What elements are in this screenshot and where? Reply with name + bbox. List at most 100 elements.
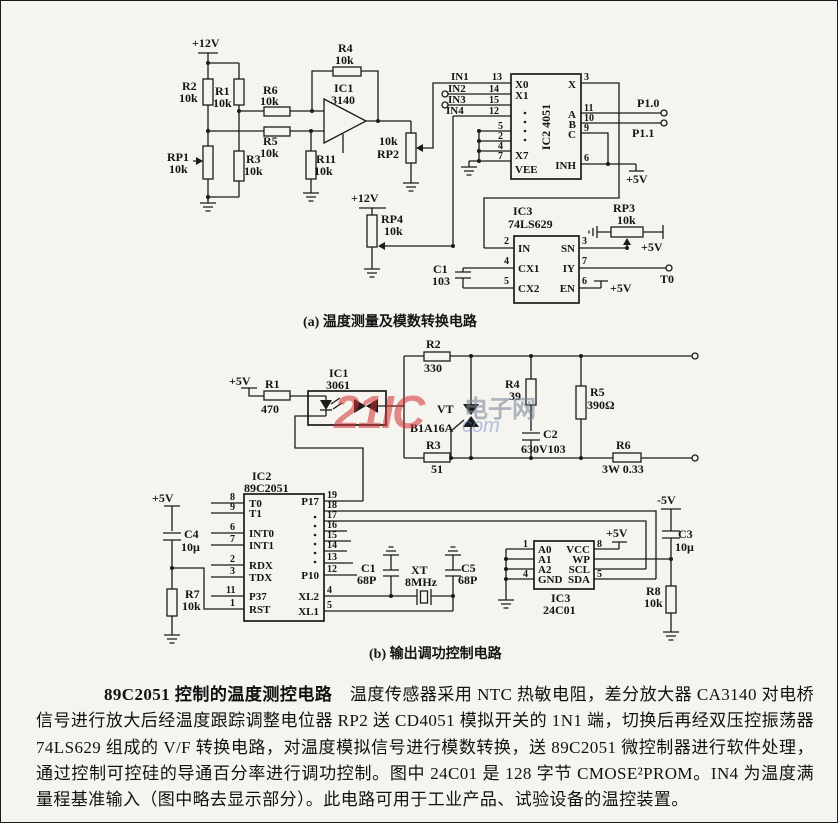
resistor-body-r1b [263, 390, 291, 401]
pin-number: 13 [327, 552, 337, 563]
label-rp3: RP3 [613, 201, 635, 215]
label-p5v: +5V [610, 281, 632, 295]
ic-box-cd4051 [510, 73, 582, 180]
label-r1: R1 [215, 84, 230, 98]
label-t0-terminal: T0 [660, 272, 674, 286]
pin-label-t1: T1 [249, 508, 262, 520]
wire [324, 595, 454, 612]
resistor-body-r5 [263, 126, 291, 137]
pin-label-cx1: CX1 [518, 263, 539, 275]
label-r4-value: 10k [335, 53, 354, 67]
label-c1a-value: 103 [432, 274, 450, 288]
label-r6: R6 [263, 83, 278, 97]
label-r4b: R4 [505, 377, 520, 391]
label-r4: R4 [338, 41, 353, 55]
wire [311, 70, 379, 121]
pin-label-iy: IY [563, 263, 575, 275]
pin-label-a2: A2 [538, 564, 552, 576]
schematic-labels: +12V R2 10k R1 10k RP1 10k R3 10k R6 10k… [152, 36, 694, 662]
label-r5b-value: 390Ω [587, 398, 615, 412]
label-r3b: R3 [426, 438, 441, 452]
pin-number: 5 [327, 600, 332, 611]
ic2-4051-title: IC2 4051 [539, 104, 553, 150]
pin-label-c: C [568, 129, 576, 141]
potentiometer-body-rp3 [610, 226, 644, 238]
terminal-output-top [691, 352, 699, 360]
pin-label-a: A [568, 109, 576, 121]
pin-label-p10: P10 [301, 570, 319, 582]
pin-number: 17 [327, 510, 337, 521]
pin-number: 1 [523, 539, 528, 550]
pin-number: 3 [584, 72, 589, 83]
pin-label-p17: P17 [301, 496, 319, 508]
pin-label-scl: SCL [569, 564, 590, 576]
pin-label-t0: T0 [249, 498, 262, 510]
junction-dots [170, 61, 673, 598]
pin-number: 2 [504, 236, 509, 247]
wire [386, 356, 405, 458]
wire [423, 82, 511, 149]
pin-label-x1: X1 [515, 90, 528, 102]
wire [324, 500, 657, 579]
pin-label-int1: INT1 [249, 540, 274, 552]
pin-number: 10 [584, 113, 594, 124]
label-c4-value: 10μ [181, 540, 200, 554]
ground-icon [497, 593, 515, 609]
pin-label-vcc: VCC [566, 544, 590, 556]
label-c1b: C1 [361, 561, 376, 575]
label-24c01: 24C01 [543, 603, 576, 617]
pin-number: 16 [327, 520, 337, 531]
terminal-output-bottom [691, 454, 699, 462]
pin-label-tdx: TDX [249, 572, 272, 584]
label-r8: R8 [646, 584, 661, 598]
ground-icon [363, 262, 381, 278]
label-ic1b: IC1 [329, 366, 348, 380]
terminal-t0 [665, 264, 673, 272]
pin-label-x7: X7 [515, 150, 529, 162]
caption-a: (a) 温度测量及模数转换电路 [303, 313, 478, 330]
wire [469, 130, 511, 162]
pin-number: 4 [327, 585, 332, 596]
terminal-p10 [660, 109, 668, 117]
label-vt-value: B1A16A [410, 421, 454, 435]
pin-number: 13 [492, 72, 502, 83]
resistor-body-r1 [233, 78, 245, 106]
label-r1-value: 10k [213, 96, 232, 110]
label-r2: R2 [182, 79, 197, 93]
ic-box-24c01 [533, 540, 595, 590]
label-c4: C4 [184, 527, 199, 541]
section-b-wires [163, 355, 693, 629]
pin-label-wp: WP [572, 554, 590, 566]
label-c2-value: 630V103 [521, 442, 566, 456]
label-rp1: RP1 [167, 150, 189, 164]
ic-box-74ls629 [513, 235, 580, 304]
pin-label-b: B [569, 119, 577, 131]
wire [522, 356, 540, 458]
resistor-body-r6 [263, 106, 291, 117]
wire [163, 505, 181, 568]
led-triangle [320, 400, 332, 410]
wire [359, 207, 386, 263]
ground-icon [382, 546, 400, 562]
potentiometer-body-rp1 [202, 145, 214, 180]
label-p5v: +5V [641, 240, 663, 254]
resistor-body-r7 [166, 588, 178, 617]
label-c1a: C1 [433, 262, 448, 276]
wire [171, 567, 244, 629]
pin-label-int0: INT0 [249, 528, 275, 540]
paragraph-title: 89C2051 控制的温度测控电路 [104, 685, 333, 704]
label-p5v: +5V [606, 526, 628, 540]
pin-label-rdx: RDX [249, 560, 273, 572]
label-89c2051: 89C2051 [244, 481, 289, 495]
pin-number: 12 [327, 564, 337, 575]
pin-label-in: IN [518, 243, 530, 255]
label-p5v: +5V [229, 374, 251, 388]
resistor-body-r3 [233, 150, 245, 182]
resistor-body-r2b [423, 351, 451, 362]
label-r3-value: 10k [244, 164, 263, 178]
pin-number: 18 [327, 500, 337, 511]
label-r2-value: 10k [179, 91, 198, 105]
phototriac-triangle [354, 399, 366, 413]
wire [448, 93, 511, 106]
wire [207, 105, 240, 151]
